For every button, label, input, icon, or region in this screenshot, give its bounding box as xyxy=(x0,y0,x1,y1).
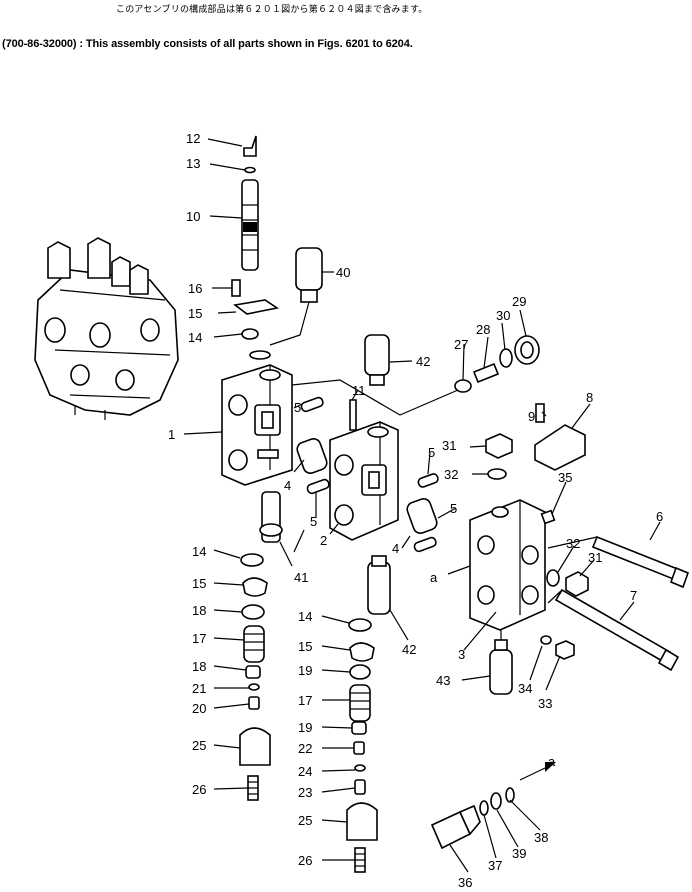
callout-26-a: 26 xyxy=(192,782,206,797)
callout-26-b: 26 xyxy=(298,853,312,868)
callout-29: 29 xyxy=(512,294,526,309)
callout-30: 30 xyxy=(496,308,510,323)
callout-25-b: 25 xyxy=(298,813,312,828)
plug-31-side xyxy=(546,569,589,597)
callout-13: 13 xyxy=(186,156,200,171)
plug-35 xyxy=(540,509,556,525)
callout-3: 3 xyxy=(458,647,465,662)
callout-35: 35 xyxy=(558,470,572,485)
callout-33: 33 xyxy=(538,696,552,711)
callout-7: 7 xyxy=(630,588,637,603)
header-japanese-note: このアセンブリの構成部品は第６２０１図から第６２０４図まで含みます。 xyxy=(116,5,428,15)
callout-14-b: 14 xyxy=(192,544,206,559)
callout-15-b: 15 xyxy=(192,576,206,591)
callout-17-a: 17 xyxy=(192,631,206,646)
reference-arrow-a xyxy=(447,565,471,575)
callout-1: 1 xyxy=(168,427,175,442)
callout-20: 20 xyxy=(192,701,206,716)
valve-body-3 xyxy=(469,499,546,631)
plug-31-upper xyxy=(485,433,513,480)
callout-17-b: 17 xyxy=(298,693,312,708)
callout-22: 22 xyxy=(298,741,312,756)
callout-12: 12 xyxy=(186,131,200,146)
callout-32-b: 32 xyxy=(566,536,580,551)
plug-33 xyxy=(540,635,575,660)
callout-28: 28 xyxy=(476,322,490,337)
solenoid-42-upper xyxy=(364,334,390,386)
valve-body-1 xyxy=(221,364,293,486)
callout-21: 21 xyxy=(192,681,206,696)
callout-11: 11 xyxy=(352,383,366,398)
callout-4-b: 4 xyxy=(392,541,399,556)
leader-lines xyxy=(183,138,661,873)
callout-42-b: 42 xyxy=(402,642,416,657)
callout-34: 34 xyxy=(518,681,532,696)
solenoid-42-lower xyxy=(367,555,391,615)
relief-valve-parts xyxy=(291,335,540,416)
callout-38: 38 xyxy=(534,830,548,845)
callout-14-c: 14 xyxy=(298,609,312,624)
callout-41: 41 xyxy=(294,570,308,585)
callout-15: 15 xyxy=(188,306,202,321)
callout-labels: 12 13 10 16 15 14 1 40 11 42 27 28 30 29… xyxy=(168,131,663,890)
left-bottom-stack xyxy=(239,491,283,801)
solenoid-43 xyxy=(489,630,513,695)
callout-18-b: 18 xyxy=(192,659,206,674)
left-top-stack xyxy=(231,135,280,360)
callout-5-c: 5 xyxy=(428,445,435,460)
callout-ref-a-1: a xyxy=(430,570,438,585)
callout-19-a: 19 xyxy=(298,663,312,678)
callout-31-b: 31 xyxy=(588,550,602,565)
callout-36: 36 xyxy=(458,875,472,890)
bracket-8 xyxy=(534,403,586,471)
callout-19-b: 19 xyxy=(298,720,312,735)
valve-body-2 xyxy=(329,399,399,541)
assembly-overview-illustration xyxy=(34,237,179,420)
callout-4-a: 4 xyxy=(284,478,291,493)
callout-18-a: 18 xyxy=(192,603,206,618)
callout-43: 43 xyxy=(436,673,450,688)
callout-31-a: 31 xyxy=(442,438,456,453)
callout-9: 9 xyxy=(528,409,535,424)
callout-42: 42 xyxy=(416,354,430,369)
solenoid-40 xyxy=(269,247,323,346)
callout-25-a: 25 xyxy=(192,738,206,753)
callout-37: 37 xyxy=(488,858,502,873)
callout-15-c: 15 xyxy=(298,639,312,654)
callout-23: 23 xyxy=(298,785,312,800)
callout-16: 16 xyxy=(188,281,202,296)
callout-6: 6 xyxy=(656,509,663,524)
callout-39: 39 xyxy=(512,846,526,861)
callout-5-a: 5 xyxy=(294,400,301,415)
callout-10: 10 xyxy=(186,209,200,224)
callout-5-d: 5 xyxy=(450,501,457,516)
callout-32-a: 32 xyxy=(444,467,458,482)
gaskets-and-orings xyxy=(296,396,439,553)
header-english-note: (700-86-32000) : This assembly consists … xyxy=(2,38,413,50)
bolts-6-7 xyxy=(547,535,690,672)
callout-8: 8 xyxy=(586,390,593,405)
callout-24: 24 xyxy=(298,764,312,779)
callout-14: 14 xyxy=(188,330,202,345)
callout-27: 27 xyxy=(454,337,468,352)
callout-5-b: 5 xyxy=(310,514,317,529)
callout-ref-a-2: a xyxy=(548,754,556,769)
middle-bottom-stack xyxy=(346,618,378,873)
callout-40: 40 xyxy=(336,265,350,280)
callout-2: 2 xyxy=(320,533,327,548)
